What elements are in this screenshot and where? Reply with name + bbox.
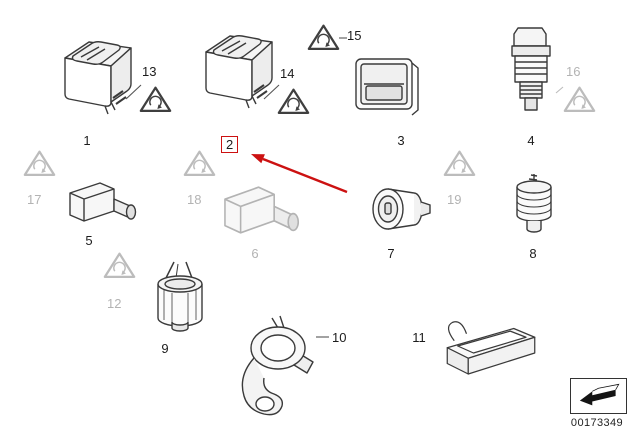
part-1-rocker-switch-drawing bbox=[55, 28, 145, 123]
part-9-lighter-element-drawing bbox=[144, 260, 218, 346]
part-label-19: 19 bbox=[447, 192, 462, 207]
part-label-5[interactable]: 5 bbox=[85, 233, 93, 248]
part-3-panel-switch-drawing bbox=[350, 50, 422, 118]
part-label-9[interactable]: 9 bbox=[161, 341, 169, 356]
part-11-tray-module-drawing bbox=[428, 316, 540, 390]
part-label-16: 16 bbox=[566, 64, 581, 79]
direction-arrow-icon bbox=[570, 378, 627, 414]
recycle-triangle-15-icon bbox=[306, 22, 341, 53]
part-label-18: 18 bbox=[187, 192, 202, 207]
part-5-contact-switch-drawing bbox=[62, 170, 146, 234]
part-label-12: 12 bbox=[107, 296, 122, 311]
part-label-11[interactable]: 11 bbox=[412, 330, 426, 345]
part-8-power-socket-drawing bbox=[505, 172, 563, 240]
part-label-10[interactable]: 10 bbox=[332, 330, 347, 345]
part-label-8[interactable]: 8 bbox=[529, 246, 537, 261]
part-label-14[interactable]: 14 bbox=[280, 66, 295, 81]
part-label-17: 17 bbox=[27, 192, 42, 207]
part-6-contact-switch-drawing bbox=[216, 180, 310, 240]
recycle-triangle-13-icon bbox=[138, 84, 173, 115]
recycle-triangle-14-icon bbox=[276, 86, 311, 117]
recycle-triangle-17-icon bbox=[22, 148, 57, 179]
part-label-1[interactable]: 1 bbox=[83, 133, 91, 148]
image-number: 00173349 bbox=[570, 417, 624, 429]
part-7-lighter-socket-drawing bbox=[366, 180, 436, 238]
part-4-plunger-switch-drawing bbox=[502, 24, 560, 116]
part-label-13[interactable]: 13 bbox=[142, 64, 157, 79]
recycle-triangle-16-icon bbox=[562, 84, 597, 115]
part-label-4[interactable]: 4 bbox=[527, 133, 535, 148]
recycle-triangle-19-icon bbox=[442, 148, 477, 179]
recycle-triangle-18-icon bbox=[182, 148, 217, 179]
part-label-6: 6 bbox=[251, 246, 259, 261]
part-label-2-highlighted[interactable]: 2 bbox=[221, 136, 239, 153]
part-label-7[interactable]: 7 bbox=[387, 246, 395, 261]
part-2-rocker-switch-drawing bbox=[196, 22, 286, 117]
part-label-15[interactable]: 15 bbox=[347, 28, 362, 43]
recycle-triangle-12-icon bbox=[102, 250, 137, 281]
part-10-holder-bracket-drawing bbox=[230, 314, 322, 426]
part-label-3[interactable]: 3 bbox=[397, 133, 405, 148]
